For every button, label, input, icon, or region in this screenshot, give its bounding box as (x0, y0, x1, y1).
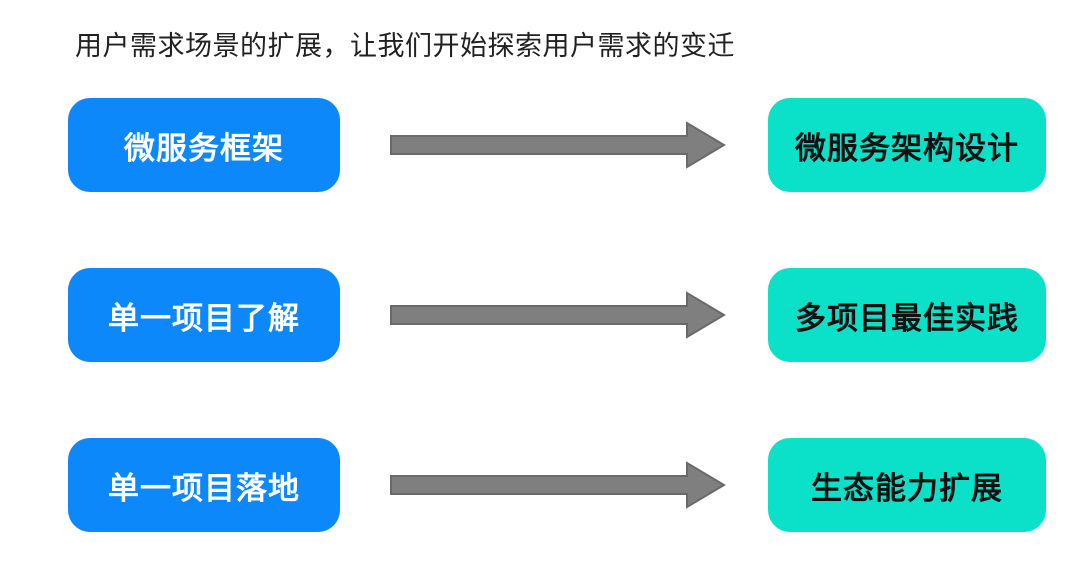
flow-row: 微服务框架 微服务架构设计 (0, 98, 1080, 192)
arrow-right-icon (390, 291, 726, 339)
source-box-label: 微服务框架 (124, 130, 284, 166)
source-box-label: 单一项目了解 (108, 300, 300, 336)
target-box: 多项目最佳实践 (768, 268, 1046, 362)
arrow-right-icon (390, 121, 726, 169)
target-box-label: 多项目最佳实践 (795, 300, 1019, 336)
target-box-label: 生态能力扩展 (811, 470, 1003, 506)
source-box: 微服务框架 (68, 98, 340, 192)
source-box-label: 单一项目落地 (108, 470, 300, 506)
target-box: 微服务架构设计 (768, 98, 1046, 192)
source-box: 单一项目落地 (68, 438, 340, 532)
source-box: 单一项目了解 (68, 268, 340, 362)
target-box: 生态能力扩展 (768, 438, 1046, 532)
arrow-right-icon (390, 461, 726, 509)
slide-title: 用户需求场景的扩展，让我们开始探索用户需求的变迁 (75, 31, 735, 61)
target-box-label: 微服务架构设计 (795, 130, 1019, 166)
flow-row: 单一项目落地 生态能力扩展 (0, 438, 1080, 532)
flow-row: 单一项目了解 多项目最佳实践 (0, 268, 1080, 362)
